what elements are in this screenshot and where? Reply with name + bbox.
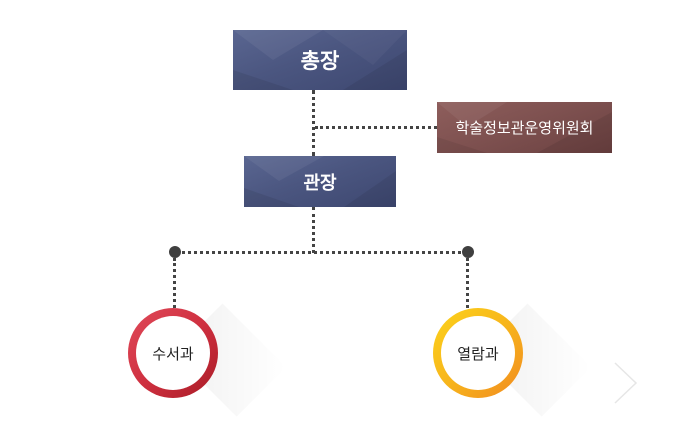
dept-ring-yellow: 열람과 — [433, 308, 523, 398]
dept-label-circulation: 열람과 — [457, 344, 499, 363]
facet-pattern-icon — [233, 30, 407, 90]
org-box-director-label: 관장 — [303, 172, 337, 194]
dept-node-acquisition[interactable]: 수서과 — [128, 303, 287, 417]
branch-node-right — [462, 246, 474, 258]
org-box-director[interactable]: 관장 — [244, 156, 396, 207]
org-box-president-label: 총장 — [300, 49, 340, 73]
connector-right-dept — [466, 258, 469, 308]
connector-to-committee — [315, 126, 437, 129]
org-box-committee[interactable]: 학술정보관운영위원회 — [437, 102, 612, 153]
org-box-president[interactable]: 총장 — [233, 30, 407, 90]
branch-node-left — [169, 246, 181, 258]
dept-node-circulation[interactable]: 열람과 — [433, 303, 592, 417]
connector-branch-horizontal — [175, 251, 467, 254]
connector-left-dept — [173, 258, 176, 308]
connector-president-director — [312, 90, 315, 156]
facet-pattern-icon — [244, 156, 396, 207]
dept-label-acquisition: 수서과 — [152, 344, 194, 363]
connector-director-branch — [312, 207, 315, 253]
facet-pattern-icon — [437, 102, 612, 153]
org-box-committee-label: 학술정보관운영위원회 — [455, 119, 594, 137]
dept-ring-red: 수서과 — [128, 308, 218, 398]
chevron-right-icon[interactable] — [612, 360, 642, 406]
